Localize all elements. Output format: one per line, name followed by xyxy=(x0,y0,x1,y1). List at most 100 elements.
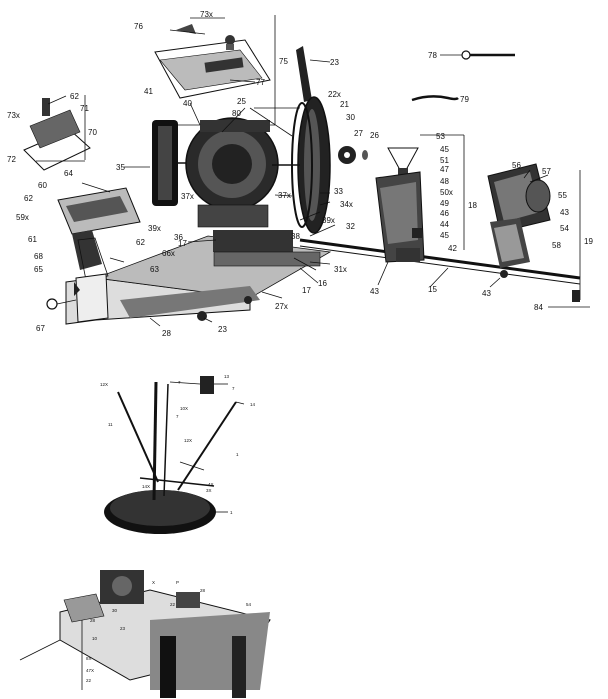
svg-text:1: 1 xyxy=(236,452,239,457)
callout-75: 75 xyxy=(279,57,288,66)
callout-37x: 37x xyxy=(181,192,194,201)
callout-48: 48 xyxy=(440,177,449,186)
callout-40: 40 xyxy=(183,99,192,108)
callout-28: 28 xyxy=(162,329,171,338)
callout-78: 78 xyxy=(428,51,437,60)
callout-53: 53 xyxy=(436,132,445,141)
callout-77: 77 xyxy=(256,78,265,87)
callout-43: 43 xyxy=(482,289,491,298)
callout-39x: 39x xyxy=(148,224,161,233)
callout-51: 51 xyxy=(440,156,449,165)
foot-part xyxy=(548,290,590,308)
callout-58: 58 xyxy=(552,241,561,250)
svg-text:7: 7 xyxy=(178,380,181,385)
svg-text:10X: 10X xyxy=(180,406,188,411)
saw-blade xyxy=(272,96,331,234)
mounted-assembly: 28 23 30 8X 47X 22 X P 28 54 22 10 xyxy=(19,570,271,698)
callout-18: 18 xyxy=(468,201,477,210)
callout-56: 56 xyxy=(512,161,521,170)
callout-41: 41 xyxy=(144,87,153,96)
svg-text:7: 7 xyxy=(176,414,179,419)
callout-labels: 73x 76 75 77 23 78 79 62 71 73x 70 72 41… xyxy=(7,10,593,338)
callout-76: 76 xyxy=(134,22,143,31)
callout-46: 46 xyxy=(440,209,449,218)
callout-37x: 37x xyxy=(278,191,291,200)
callout-34x: 34x xyxy=(340,200,353,209)
callout-71: 71 xyxy=(80,104,89,113)
callout-55: 55 xyxy=(558,191,567,200)
svg-text:22: 22 xyxy=(170,602,176,607)
callout-72: 72 xyxy=(7,155,16,164)
callout-17: 17 xyxy=(302,286,311,295)
leader-lines xyxy=(81,102,549,327)
svg-text:13: 13 xyxy=(224,374,230,379)
callout-45: 45 xyxy=(440,145,449,154)
callout-54: 54 xyxy=(560,224,569,233)
svg-text:4X: 4X xyxy=(208,482,214,487)
callout-42: 42 xyxy=(448,244,457,253)
svg-text:P: P xyxy=(176,580,179,585)
callout-25: 25 xyxy=(237,97,246,106)
svg-text:14: 14 xyxy=(250,402,256,407)
callout-50x: 50x xyxy=(440,188,453,197)
callout-44: 44 xyxy=(440,220,449,229)
svg-text:12X: 12X xyxy=(100,382,108,387)
callout-19: 19 xyxy=(584,237,593,246)
callout-43: 43 xyxy=(560,208,569,217)
callout-62: 62 xyxy=(136,238,145,247)
callout-45: 45 xyxy=(440,231,449,240)
motor-housing xyxy=(185,117,279,228)
callout-16: 16 xyxy=(318,279,327,288)
screw-part xyxy=(440,50,515,60)
spring-part xyxy=(411,95,459,102)
hopper-assembly xyxy=(375,134,465,263)
callout-27x: 27x xyxy=(275,302,288,311)
callout-61: 61 xyxy=(28,235,37,244)
callout-17: 17 xyxy=(178,239,187,248)
svg-text:14X: 14X xyxy=(142,484,150,489)
callout-43: 43 xyxy=(370,287,379,296)
svg-text:22: 22 xyxy=(86,678,92,683)
inset-feed-plate xyxy=(154,15,276,126)
svg-text:47X: 47X xyxy=(86,668,94,673)
callout-39x: 39x xyxy=(322,216,335,225)
svg-text:3X: 3X xyxy=(206,488,212,493)
stand-tiny-labels: 12X 7 13 7 10X 14 7 11 12X 1 14X 4X 3X 1 xyxy=(100,374,256,515)
svg-text:11: 11 xyxy=(108,422,113,427)
svg-text:7: 7 xyxy=(232,386,235,391)
callout-73x: 73x xyxy=(200,10,213,19)
callout-31x: 31x xyxy=(334,265,347,274)
callout-62: 62 xyxy=(24,194,33,203)
callout-66x: 66x xyxy=(162,249,175,258)
callout-23: 23 xyxy=(330,58,339,67)
callout-84: 84 xyxy=(534,303,543,312)
svg-text:8X: 8X xyxy=(86,656,92,661)
callout-59x: 59x xyxy=(16,213,29,222)
callout-60: 60 xyxy=(38,181,47,190)
callout-70: 70 xyxy=(88,128,97,137)
callout-38: 38 xyxy=(291,232,300,241)
svg-text:28: 28 xyxy=(200,588,206,593)
callout-79: 79 xyxy=(460,95,469,104)
callout-21: 21 xyxy=(340,100,349,109)
svg-text:12X: 12X xyxy=(184,438,192,443)
callout-32: 32 xyxy=(346,222,355,231)
left-carriage xyxy=(46,187,141,323)
gear-part xyxy=(338,146,368,164)
svg-text:10: 10 xyxy=(92,636,98,641)
callout-36: 36 xyxy=(174,233,183,242)
callout-73x: 73x xyxy=(7,111,20,120)
callout-49: 49 xyxy=(440,199,449,208)
svg-text:30: 30 xyxy=(112,608,118,613)
callout-68: 68 xyxy=(34,252,43,261)
callout-63: 63 xyxy=(150,265,159,274)
stand-assembly xyxy=(104,376,245,534)
callout-47: 47 xyxy=(440,165,449,174)
callout-33: 33 xyxy=(334,187,343,196)
callout-64: 64 xyxy=(64,169,73,178)
callout-27: 27 xyxy=(354,129,363,138)
callout-22x: 22x xyxy=(328,90,341,99)
callout-35: 35 xyxy=(116,163,125,172)
callout-80: 80 xyxy=(232,109,241,118)
